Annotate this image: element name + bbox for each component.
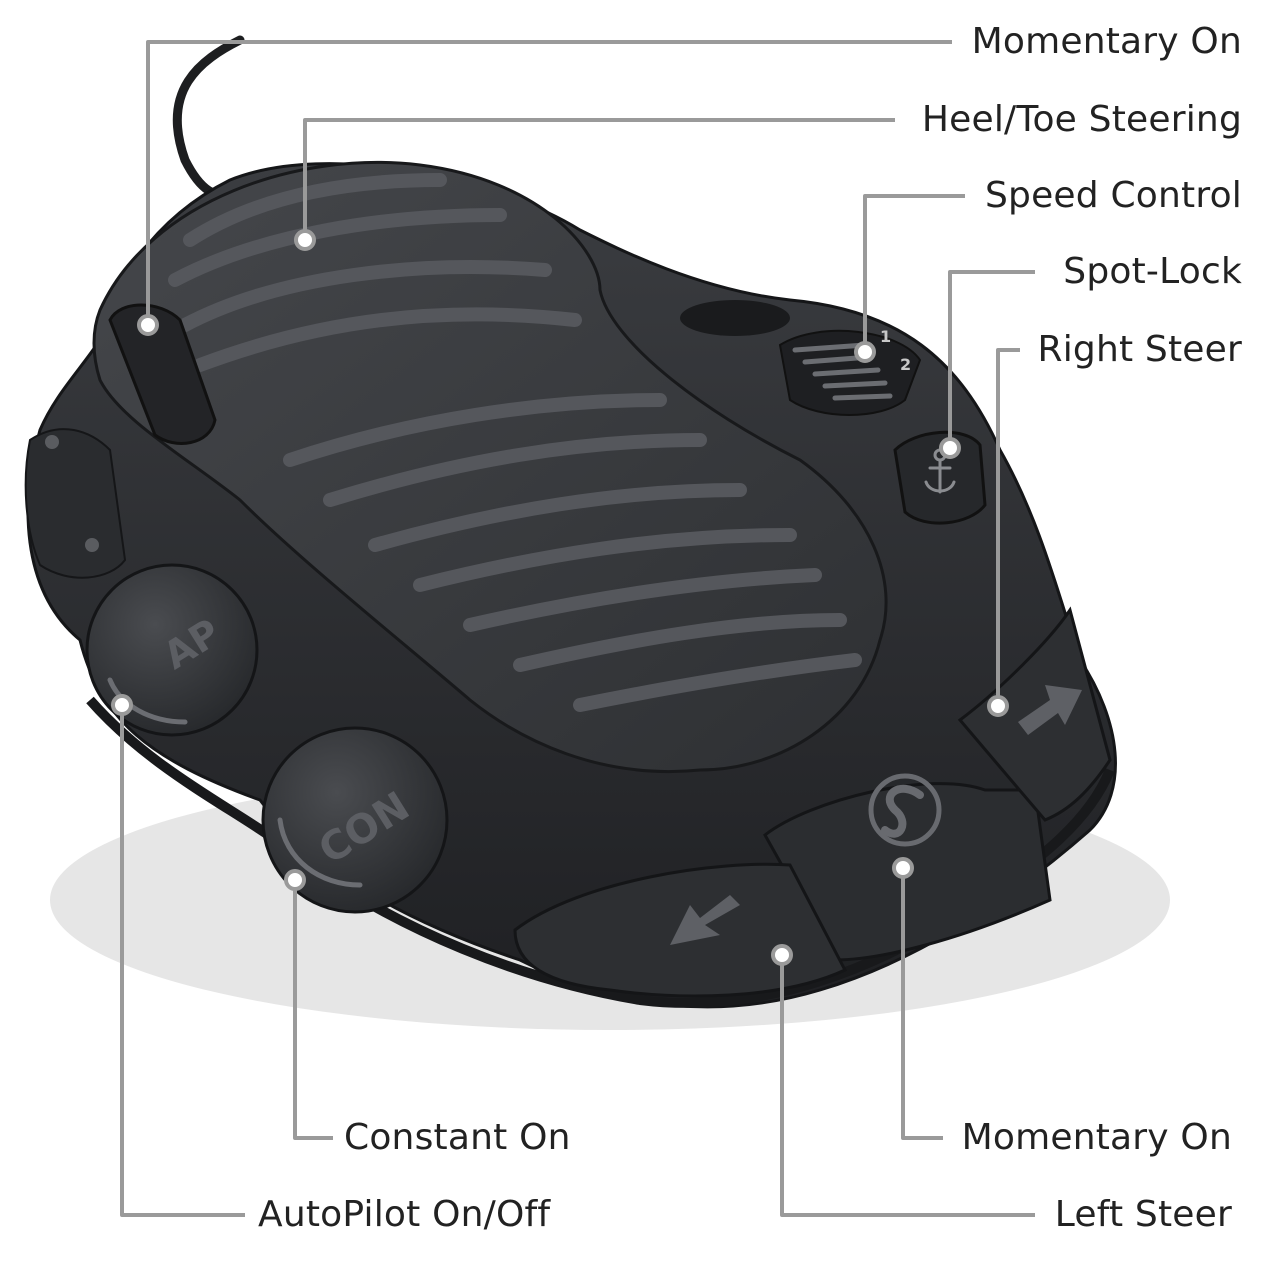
dot-heel-toe — [294, 229, 316, 251]
label-speed-control: Speed Control — [984, 175, 1242, 216]
momentary-toggle — [108, 303, 217, 445]
dot-autopilot — [111, 694, 133, 716]
pedal-grip-ridges — [168, 173, 862, 712]
leader-speed-control — [863, 194, 965, 352]
dot-left-steer — [771, 944, 793, 966]
side-slot — [680, 300, 790, 336]
speed-dial-1: 1 — [880, 327, 891, 346]
leader-autopilot — [120, 705, 245, 1217]
arrow-down-left-icon — [670, 895, 740, 945]
pedal-cable — [172, 35, 245, 201]
label-spot-lock: Spot-Lock — [1063, 251, 1242, 292]
leader-left-steer — [780, 955, 1035, 1217]
leader-lines — [120, 40, 1035, 1217]
leader-momentary-on-bottom — [901, 868, 943, 1140]
callout-dots — [111, 229, 1009, 966]
leader-momentary-on-top — [146, 40, 952, 325]
left-side-panel — [24, 428, 127, 579]
label-left-steer: Left Steer — [1054, 1194, 1232, 1235]
leader-right-steer — [996, 348, 1020, 706]
label-heel-toe-steering: Heel/Toe Steering — [921, 99, 1242, 140]
ap-button: AP — [85, 563, 259, 737]
label-right-steer: Right Steer — [1037, 329, 1242, 370]
dot-momentary-on-bottom — [892, 857, 914, 879]
label-momentary-on-top: Momentary On — [971, 21, 1242, 62]
dot-speed-control — [854, 341, 876, 363]
dot-spot-lock — [939, 437, 961, 459]
leader-heel-toe — [303, 118, 895, 240]
speed-dial-2: 2 — [900, 355, 911, 374]
label-constant-on: Constant On — [344, 1117, 571, 1158]
leader-constant-on — [293, 880, 333, 1140]
indicator-light-top — [45, 435, 59, 449]
label-autopilot-on-off: AutoPilot On/Off — [258, 1194, 551, 1235]
arrow-up-right-icon — [1018, 685, 1082, 735]
label-momentary-on-bottom: Momentary On — [961, 1117, 1232, 1158]
leader-spot-lock — [948, 270, 1035, 448]
dot-right-steer — [987, 695, 1009, 717]
indicator-light-bottom — [85, 538, 99, 552]
s-swirl-icon — [868, 773, 942, 847]
con-button: CON — [261, 726, 449, 914]
dot-momentary-on-top — [137, 314, 159, 336]
speed-control-wheel: 1 2 — [778, 327, 922, 416]
dot-constant-on — [284, 869, 306, 891]
